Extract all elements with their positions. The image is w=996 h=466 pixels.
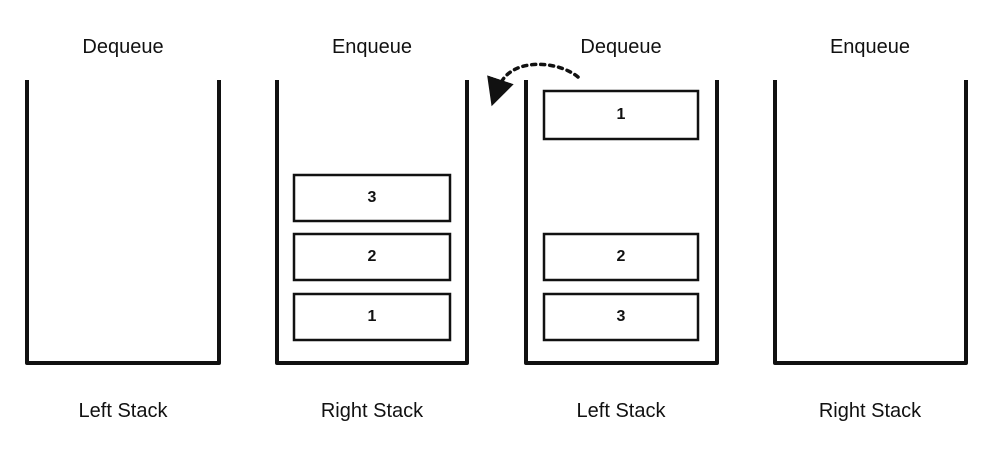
stack-item-label: 1	[616, 106, 626, 123]
stack-box-3-bottom	[542, 292, 700, 342]
stack-name-label-3: Left Stack	[576, 400, 666, 422]
stack-box-2-middle	[292, 232, 452, 282]
stack-name-label-1: Left Stack	[78, 400, 168, 422]
pop-arrow-icon	[487, 62, 580, 107]
stack-box-2-bottom	[292, 292, 452, 342]
stack-box-2-top	[292, 173, 452, 223]
stack-container-3	[524, 80, 719, 365]
operation-label-1: Dequeue	[82, 36, 164, 58]
stack-item-label: 2	[616, 248, 626, 265]
stack-box-3-popped	[542, 89, 700, 141]
operation-label-2: Enqueue	[331, 36, 413, 58]
stack-box-3-middle	[542, 232, 700, 282]
stack-item-label: 3	[367, 189, 377, 206]
stack-container-4	[773, 80, 968, 365]
stack-name-label-2: Right Stack	[320, 400, 424, 422]
stack-container-2	[275, 80, 469, 365]
stack-item-label: 3	[616, 308, 626, 325]
operation-label-4: Enqueue	[829, 36, 911, 58]
stack-item-label: 1	[367, 308, 377, 325]
stack-container-1	[25, 80, 221, 365]
stack-item-label: 2	[367, 248, 377, 265]
operation-label-3: Dequeue	[580, 36, 662, 58]
stack-name-label-4: Right Stack	[818, 400, 922, 422]
